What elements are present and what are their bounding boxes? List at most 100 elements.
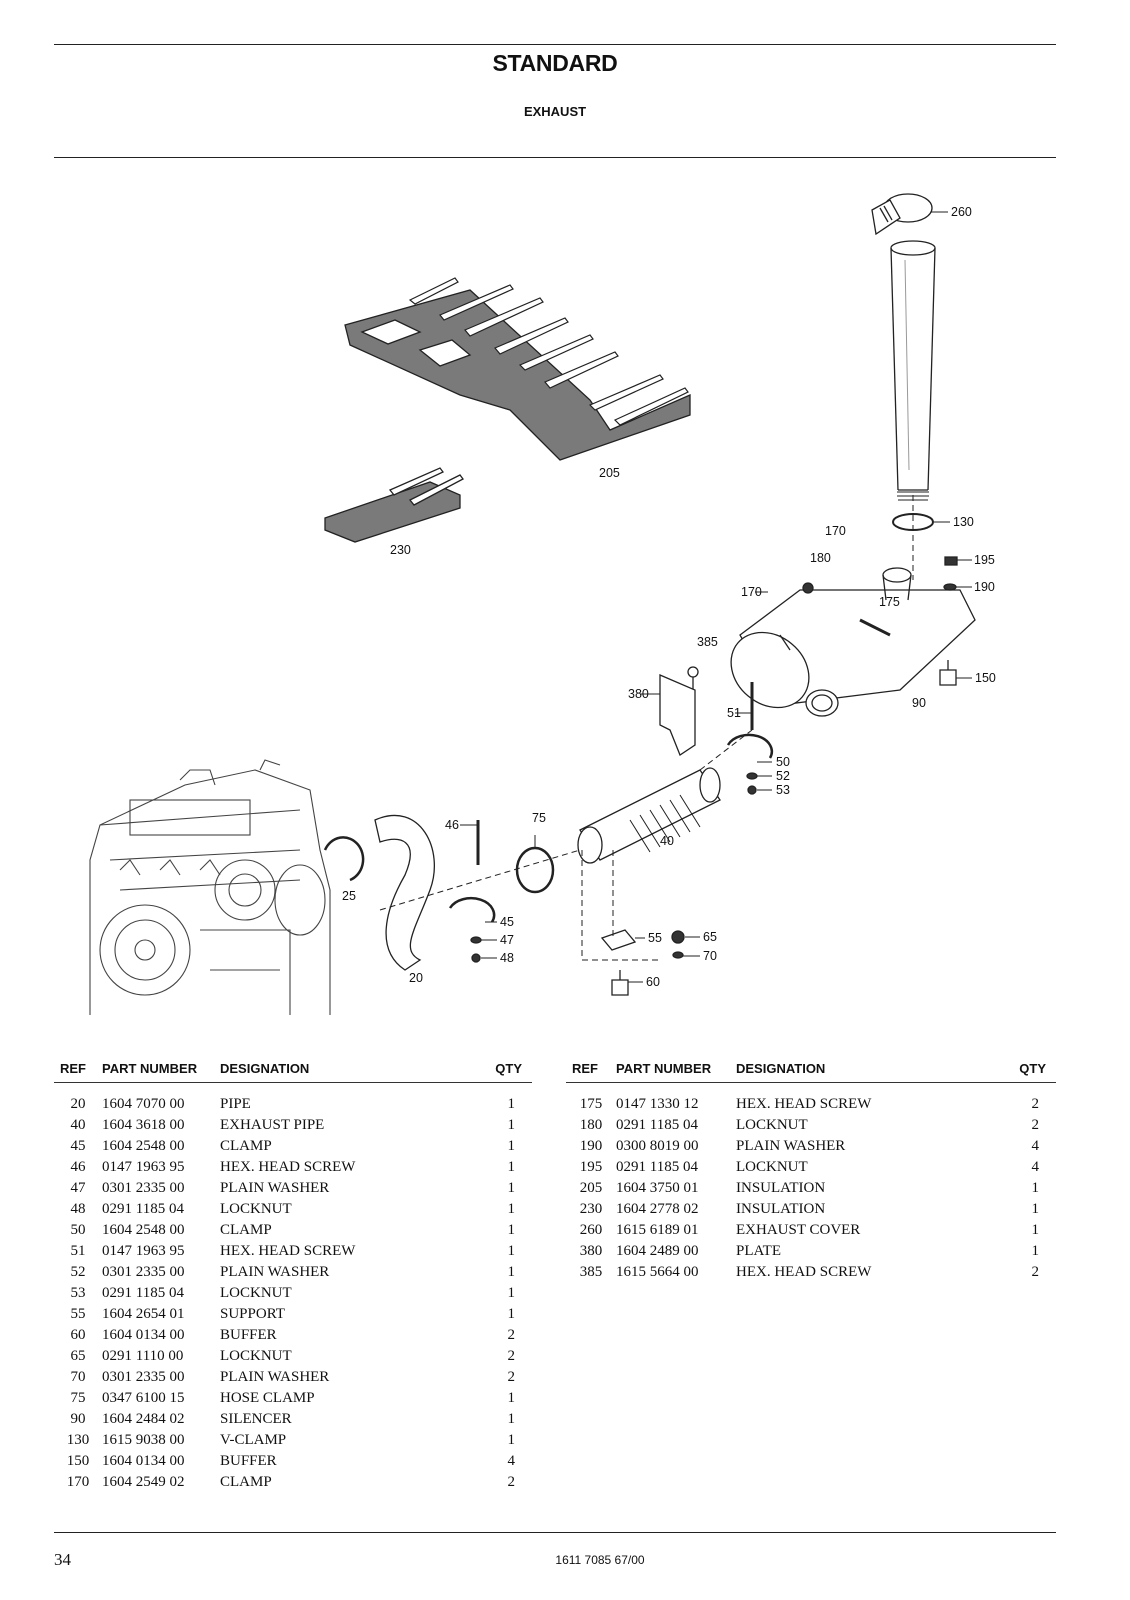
leader-lines (460, 211, 972, 983)
row-ref: 46 (70, 1159, 86, 1175)
row-part-number: 0347 6100 15 (102, 1390, 185, 1406)
row-ref: 180 (579, 1117, 603, 1133)
row-designation: PLAIN WASHER (220, 1264, 330, 1280)
row-qty: 1 (507, 1201, 516, 1217)
row-ref: 385 (579, 1264, 603, 1280)
row-qty: 1 (1031, 1243, 1040, 1259)
callout-90: 90 (912, 696, 926, 710)
page-number: 34 (54, 1550, 71, 1569)
callout-75: 75 (532, 811, 546, 825)
row-part-number: 1604 2549 02 (102, 1474, 185, 1490)
row-qty: 1 (507, 1390, 516, 1406)
row-ref: 52 (70, 1264, 86, 1280)
callout-55: 55 (648, 931, 662, 945)
col-qty: QTY (1016, 1060, 1056, 1083)
col-designation: DESIGNATION (736, 1060, 1016, 1083)
row-designation: HEX. HEAD SCREW (736, 1096, 872, 1112)
row-ref: 380 (579, 1243, 603, 1259)
callout-51: 51 (727, 706, 741, 720)
row-qty: 2 (1031, 1264, 1040, 1280)
page-subtitle: EXHAUST (523, 104, 587, 119)
row-part-number: 1615 9038 00 (102, 1432, 185, 1448)
callout-205: 205 (599, 466, 620, 480)
row-qty: 1 (507, 1096, 516, 1112)
row-ref: 260 (579, 1222, 603, 1238)
row-part-number: 0291 1185 04 (102, 1201, 184, 1217)
row-designation: CLAMP (220, 1474, 272, 1490)
row-designation: BUFFER (220, 1453, 277, 1469)
row-qty: 2 (507, 1348, 516, 1364)
row-qty: 2 (507, 1369, 516, 1385)
row-qty: 1 (507, 1264, 516, 1280)
callout-230: 230 (390, 543, 411, 557)
row-ref: 170 (66, 1474, 90, 1490)
row-part-number: 0291 1185 04 (102, 1285, 184, 1301)
row-qty: 1 (507, 1432, 516, 1448)
table-row: 170 1604 2549 02 CLAMP 2 (54, 1472, 532, 1493)
row-part-number: 1604 3618 00 (102, 1117, 185, 1133)
row-designation: PIPE (220, 1096, 251, 1112)
row-part-number: 0301 2335 00 (102, 1180, 185, 1196)
header-bottom-rule (54, 157, 1056, 158)
row-part-number: 1604 2548 00 (102, 1138, 185, 1154)
row-designation: PLAIN WASHER (736, 1138, 846, 1154)
row-qty: 1 (507, 1243, 516, 1259)
row-qty: 1 (507, 1180, 516, 1196)
row-part-number: 0291 1110 00 (102, 1348, 184, 1364)
insulation-blanket-part (344, 277, 691, 461)
row-part-number: 0147 1963 95 (102, 1159, 185, 1175)
row-ref: 20 (70, 1096, 86, 1112)
callout-170-top: 170 (825, 524, 846, 538)
locknut-48-part (471, 953, 481, 963)
row-qty: 2 (1031, 1096, 1040, 1112)
row-qty: 2 (507, 1474, 516, 1490)
row-part-number: 0300 8019 00 (616, 1138, 699, 1154)
row-part-number: 1604 0134 00 (102, 1327, 185, 1343)
row-ref: 70 (70, 1369, 86, 1385)
row-ref: 47 (70, 1180, 86, 1196)
callout-170-left: 170 (741, 585, 762, 599)
row-part-number: 1604 7070 00 (102, 1096, 185, 1112)
row-qty: 1 (507, 1222, 516, 1238)
callout-46: 46 (445, 818, 459, 832)
callout-45: 45 (500, 915, 514, 929)
row-part-number: 1615 5664 00 (616, 1264, 699, 1280)
row-part-number: 1604 2654 01 (102, 1306, 185, 1322)
col-designation: DESIGNATION (220, 1060, 492, 1083)
row-ref: 45 (70, 1138, 86, 1154)
row-part-number: 1615 6189 01 (616, 1222, 699, 1238)
support-buffer-parts (600, 929, 685, 996)
row-qty: 1 (507, 1138, 516, 1154)
row-designation: LOCKNUT (220, 1201, 292, 1217)
row-ref: 130 (66, 1432, 90, 1448)
row-designation: SILENCER (220, 1411, 292, 1427)
row-designation: EXHAUST PIPE (220, 1117, 325, 1133)
row-designation: HEX. HEAD SCREW (736, 1264, 872, 1280)
row-ref: 53 (70, 1285, 86, 1301)
row-qty: 4 (507, 1453, 516, 1469)
callout-60: 60 (646, 975, 660, 989)
col-part-number: PART NUMBER (102, 1060, 220, 1083)
exploded-parts-diagram: 260 205 230 130 170 180 195 170 175 190 … (89, 193, 996, 1015)
callout-20: 20 (409, 971, 423, 985)
row-qty: 1 (507, 1117, 516, 1133)
engine-outline (89, 759, 331, 1015)
callout-380: 380 (628, 687, 649, 701)
row-designation: SUPPORT (220, 1306, 285, 1322)
row-ref: 90 (70, 1411, 86, 1427)
callout-70: 70 (703, 949, 717, 963)
washer-stack-52-53 (746, 772, 758, 795)
col-qty: QTY (492, 1060, 532, 1083)
hose-clamp-75-part (515, 846, 555, 894)
row-ref: 75 (70, 1390, 86, 1406)
callout-180: 180 (810, 551, 831, 565)
